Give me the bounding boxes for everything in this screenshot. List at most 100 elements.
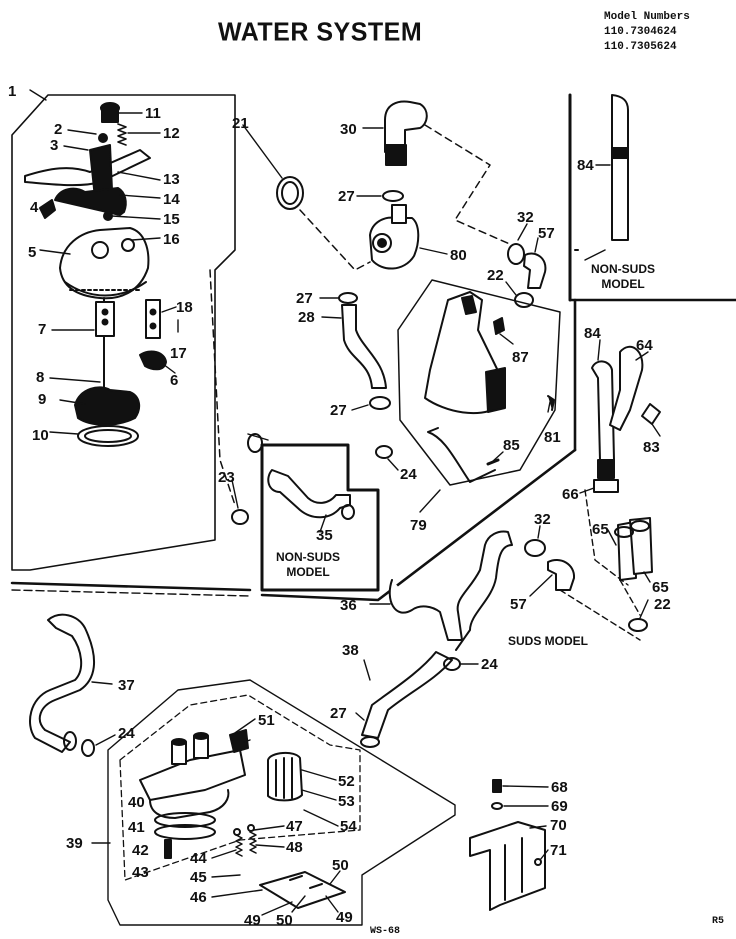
model-number-2: 110.7305624 <box>604 41 677 53</box>
part-callout-13: 13 <box>163 171 180 188</box>
part-callout-24: 24 <box>481 656 498 673</box>
part-callout-16: 16 <box>163 231 180 248</box>
part-callout-5: 5 <box>28 244 36 261</box>
model-numbers-block: Model Numbers 110.7304624 110.7305624 <box>604 10 690 55</box>
part-callout-7: 7 <box>38 321 46 338</box>
part-callout-84: 84 <box>584 325 601 342</box>
part-callout-32: 32 <box>534 511 551 528</box>
part-callout-32: 32 <box>517 209 534 226</box>
part-callout-87: 87 <box>512 349 529 366</box>
part-callout-66: 66 <box>562 486 579 503</box>
part-callout-49: 49 <box>244 912 261 929</box>
hose-36-part <box>388 530 513 651</box>
part-callout-57: 57 <box>510 596 527 613</box>
part-callout-48: 48 <box>286 839 303 856</box>
gasket-ring-part <box>77 425 139 447</box>
spring-part <box>117 123 127 146</box>
part-callout-38: 38 <box>342 642 359 659</box>
part-callout-54: 54 <box>340 818 357 835</box>
part-callout-22: 22 <box>654 596 671 613</box>
suds-model-label: SUDS MODEL <box>508 634 589 648</box>
ring-part <box>276 176 304 210</box>
part-callout-49: 49 <box>336 909 353 926</box>
non-suds-model-label-top: NON-SUDS MODEL <box>590 262 655 291</box>
part-callout-11: 11 <box>145 105 161 122</box>
part-callout-15: 15 <box>163 211 180 228</box>
part-callout-70: 70 <box>550 817 567 834</box>
pump-box-outline <box>397 279 561 486</box>
part-callout-12: 12 <box>163 125 180 142</box>
tube-84-upper-part <box>611 94 629 241</box>
valve-body-part <box>59 227 150 300</box>
part-callout-69: 69 <box>551 798 568 815</box>
part-callout-1: 1 <box>8 83 16 100</box>
hose-38-part <box>361 651 453 739</box>
part-callout-36: 36 <box>340 597 357 614</box>
part-callout-65: 65 <box>652 579 669 596</box>
part-callout-40: 40 <box>128 794 145 811</box>
part-callout-2: 2 <box>54 121 62 138</box>
non-suds-box-outline <box>260 443 380 592</box>
part-callout-57: 57 <box>538 225 555 242</box>
part-callout-84: 84 <box>577 157 594 174</box>
hose-37-part <box>29 613 96 753</box>
part-callout-44: 44 <box>190 850 207 867</box>
part-callout-65: 65 <box>592 521 609 538</box>
part-callout-27: 27 <box>296 290 313 307</box>
inlet-hose-part <box>384 100 428 153</box>
part-callout-17: 17 <box>170 345 187 362</box>
part-callout-68: 68 <box>551 779 568 796</box>
part-callout-53: 53 <box>338 793 355 810</box>
model-numbers-heading: Model Numbers <box>604 11 690 23</box>
page-code: R5 <box>712 916 725 927</box>
diagram-title: WATER SYSTEM <box>218 17 423 47</box>
valve-assembly-outline <box>11 94 236 571</box>
part-callout-41: 41 <box>128 819 145 836</box>
part-callout-52: 52 <box>338 773 355 790</box>
part-callout-37: 37 <box>118 677 135 694</box>
part-callout-30: 30 <box>340 121 357 138</box>
drawing-code: WS-68 <box>370 926 401 937</box>
part-callout-35: 35 <box>316 527 333 544</box>
part-callout-42: 42 <box>132 842 149 859</box>
part-callout-50: 50 <box>276 912 293 929</box>
part-callout-24: 24 <box>400 466 417 483</box>
part-callout-83: 83 <box>643 439 660 456</box>
pump-assembly-outline <box>107 679 456 926</box>
pump-housing-part <box>424 291 503 415</box>
model-number-1: 110.7304624 <box>604 26 677 38</box>
part-callout-71: 71 <box>550 842 567 859</box>
bracket-part <box>145 299 161 339</box>
part-callout-9: 9 <box>38 391 46 408</box>
hose-35-part <box>267 469 351 519</box>
base-part <box>74 386 141 426</box>
part-callout-8: 8 <box>36 369 44 386</box>
part-callout-6: 6 <box>170 372 178 389</box>
part-callout-27: 27 <box>330 402 347 419</box>
part-callout-22: 22 <box>487 267 504 284</box>
part-callout-10: 10 <box>32 427 49 444</box>
part-callout-23: 23 <box>218 469 235 486</box>
part-callout-28: 28 <box>298 309 315 326</box>
hose-64-part <box>609 345 644 431</box>
part-callout-21: 21 <box>232 115 249 132</box>
part-callout-43: 43 <box>132 864 149 881</box>
part-callout-24: 24 <box>118 725 135 742</box>
part-callout-39: 39 <box>66 835 83 852</box>
non-suds-model-label-center: NON-SUDS MODEL <box>275 550 340 579</box>
clamp-part <box>427 427 496 483</box>
part-callout-81: 81 <box>544 429 561 446</box>
elbow-part <box>523 252 547 289</box>
tube-84-lower-part <box>591 360 615 461</box>
part-callout-80: 80 <box>450 247 467 264</box>
lever-part <box>24 149 151 187</box>
part-callout-64: 64 <box>636 337 653 354</box>
part-callout-27: 27 <box>338 188 355 205</box>
part-callout-3: 3 <box>50 137 58 154</box>
part-callout-51: 51 <box>258 712 275 729</box>
part-callout-79: 79 <box>410 517 427 534</box>
mounting-bracket-part <box>469 821 546 911</box>
